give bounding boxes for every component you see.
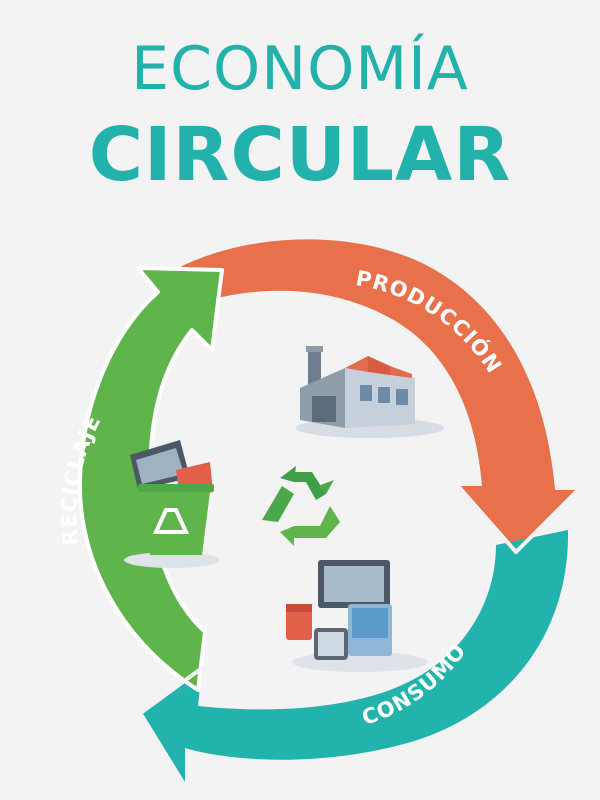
- title-economia: ECONOMÍA: [131, 34, 469, 104]
- recycle-symbol-icon: [262, 466, 340, 546]
- factory-icon: [296, 346, 444, 438]
- devices-icon: [286, 560, 428, 672]
- arrow-consumo: [142, 530, 569, 782]
- recycle-bin-icon: [124, 440, 220, 568]
- arrow-produccion: [178, 239, 578, 552]
- title-circular: CIRCULAR: [88, 112, 512, 198]
